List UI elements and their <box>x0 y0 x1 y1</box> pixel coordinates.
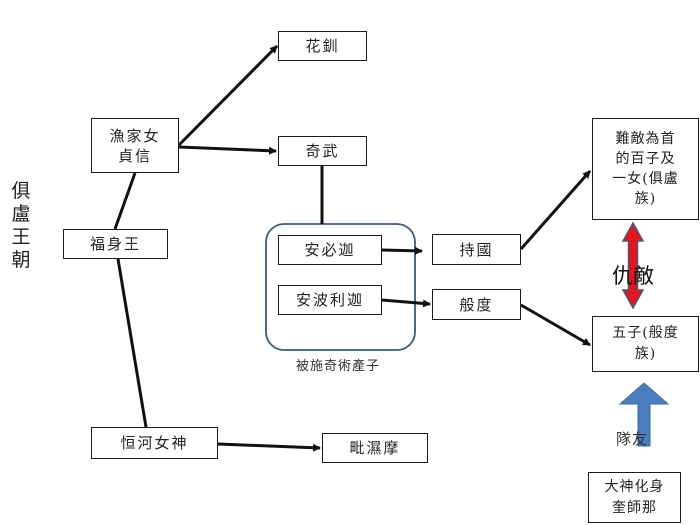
node-ganga: 恒河女神 <box>91 427 218 459</box>
line-shantanu-ganga <box>116 258 148 428</box>
node-bhishma-label: 毗濕摩 <box>349 439 401 457</box>
line-ambalika-pandu <box>381 298 431 308</box>
node-ambalika-label: 安波利迦 <box>295 291 364 309</box>
node-vichitravirya-label: 奇武 <box>305 142 340 160</box>
node-ganga-label: 恒河女神 <box>120 434 189 452</box>
node-bhishma: 毗濕摩 <box>322 433 428 463</box>
group-caption: 被施奇術產子 <box>296 359 381 374</box>
node-shantanu: 福身王 <box>63 229 168 259</box>
line-ambika-dhritarashtra <box>381 246 423 255</box>
node-kauravas: 難敵為首 的百子及 一女(俱盧 族) <box>592 118 699 220</box>
node-vichitravirya: 奇武 <box>278 136 367 166</box>
node-satyavati: 漁家女 貞信 <box>91 118 179 173</box>
node-krishna-label: 大神化身 奎師那 <box>604 478 665 516</box>
node-ambalika: 安波利迦 <box>278 285 382 315</box>
line-pandu-pandavas <box>520 303 591 347</box>
node-ambika: 安必迦 <box>278 235 382 265</box>
ally-up-arrow <box>618 382 670 447</box>
node-pandu-label: 般度 <box>459 295 494 314</box>
ally-label: 隊友 <box>616 430 649 448</box>
enemy-double-arrow <box>621 221 645 310</box>
node-pandavas: 五子(般度 族) <box>592 316 699 372</box>
sorcery-group-frame <box>265 223 416 351</box>
node-chitrangada: 花釧 <box>278 31 367 61</box>
line-satyavati-chitrangada <box>177 44 279 147</box>
node-dhritarashtra: 持國 <box>432 234 521 265</box>
line-ganga-bhishma <box>217 442 321 452</box>
line-satyavati-vichitravirya <box>178 145 277 155</box>
node-shantanu-label: 福身王 <box>89 235 141 253</box>
line-satyavati-shantanu <box>113 172 137 230</box>
node-ambika-label: 安必迦 <box>304 241 356 259</box>
node-satyavati-label: 漁家女 貞信 <box>109 126 161 165</box>
line-dhritarashtra-kauravas <box>519 170 592 250</box>
node-dhritarashtra-label: 持國 <box>459 240 494 259</box>
dynasty-title: 俱盧王朝 <box>11 180 31 271</box>
node-krishna: 大神化身 奎師那 <box>588 472 681 523</box>
node-chitrangada-label: 花釧 <box>305 37 340 55</box>
node-pandu: 般度 <box>432 289 521 320</box>
node-pandavas-label: 五子(般度 族) <box>612 325 679 362</box>
node-kauravas-label: 難敵為首 的百子及 一女(俱盧 族) <box>612 131 679 207</box>
enemy-label: 仇敵 <box>612 264 654 288</box>
